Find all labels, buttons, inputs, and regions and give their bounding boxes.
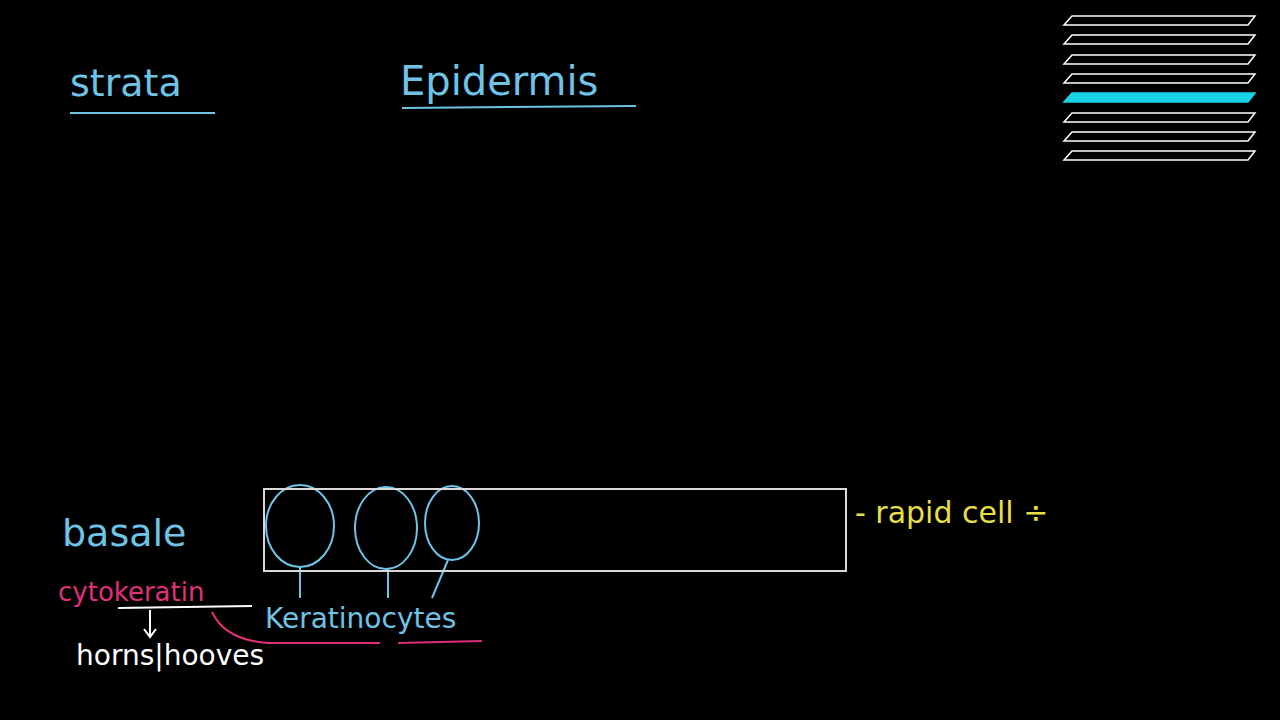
down-arrow xyxy=(144,610,156,637)
leader-lines xyxy=(300,560,448,598)
section-heading: strata xyxy=(70,62,182,106)
diagram-title: Epidermis xyxy=(400,58,598,104)
underline xyxy=(402,106,636,108)
note-text: - rapid cell ÷ xyxy=(855,496,1048,531)
keratinocyte-cells xyxy=(266,485,479,569)
cell-label: Keratinocytes xyxy=(265,603,456,635)
layer-name: basale xyxy=(62,512,186,556)
layer-stack-icon xyxy=(1064,16,1255,160)
band-outline xyxy=(263,488,847,572)
protein-label: cytokeratin xyxy=(58,578,204,608)
stratum-band: basale xyxy=(60,488,847,572)
example-label: horns|hooves xyxy=(76,640,264,672)
underline xyxy=(70,112,215,114)
